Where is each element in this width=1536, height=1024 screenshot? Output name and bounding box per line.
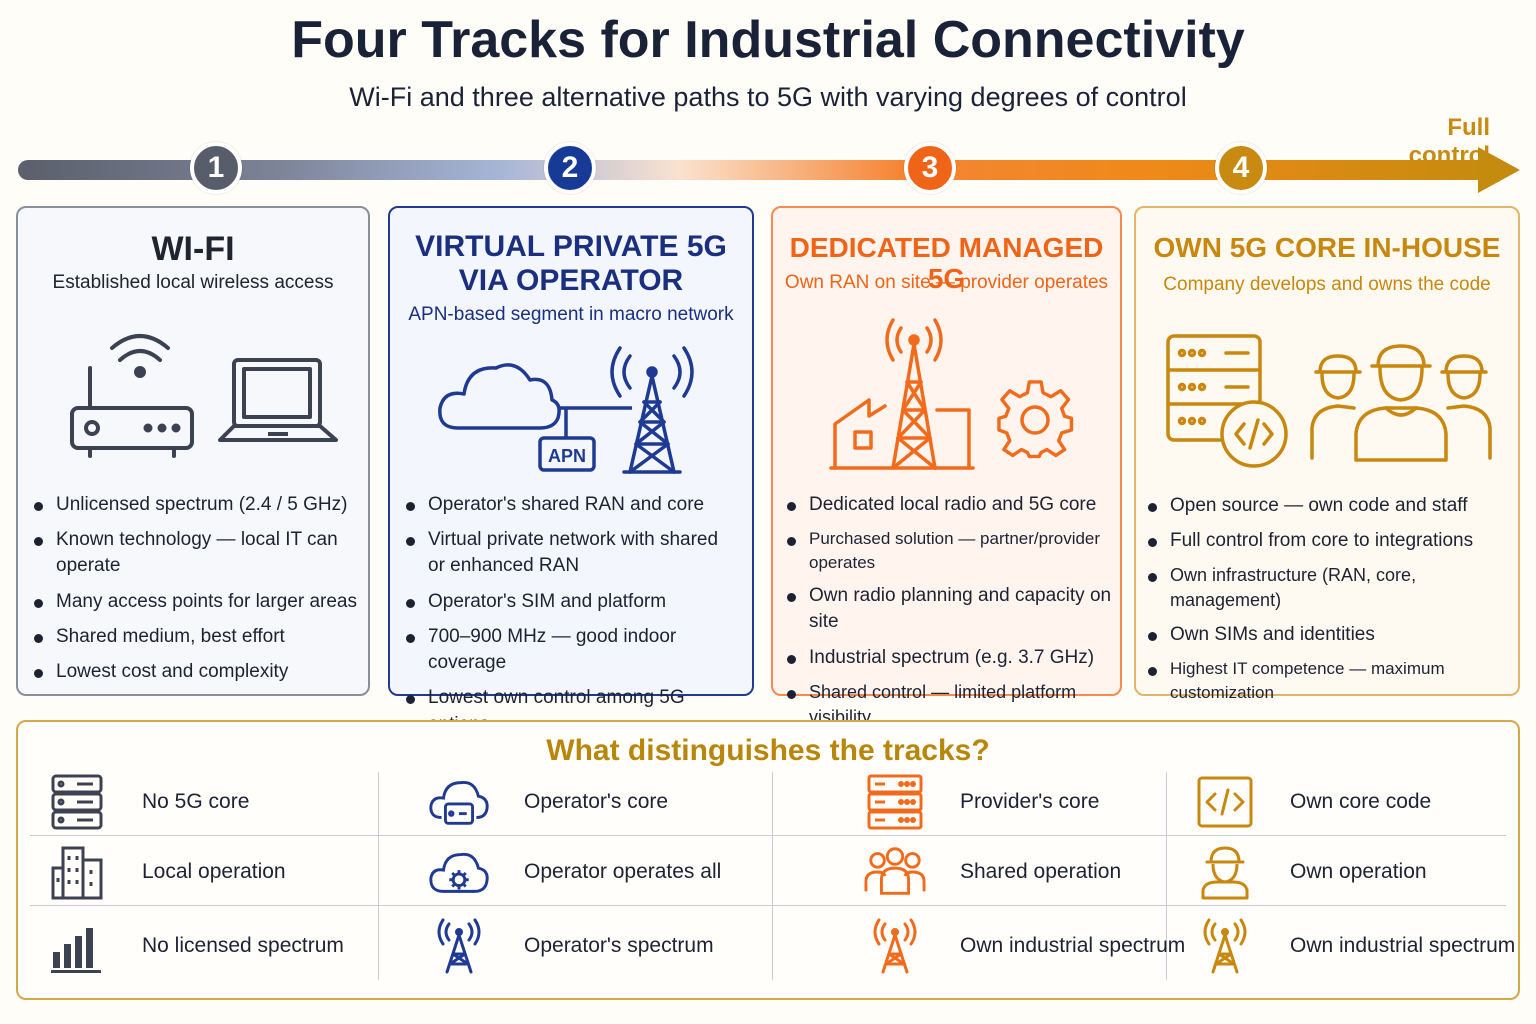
step-4-badge: 4 [1215, 142, 1267, 194]
server-icon [864, 774, 926, 830]
list-item: Operator's shared RAN and core [406, 492, 726, 518]
cell-tower-icon [1194, 918, 1256, 974]
track-card-wifi: WI-FI Established local wireless access … [16, 206, 370, 696]
cloud-apn-icon: APN [438, 363, 632, 472]
list-item: Operator's SIM and platform [406, 589, 726, 615]
cell-label: Own core code [1290, 790, 1432, 813]
control-progress-arrow [18, 147, 1520, 193]
dedicated-5g-bullet-list: Dedicated local radio and 5G core Purcha… [787, 492, 1121, 729]
list-item: Shared medium, best effort [34, 624, 368, 650]
factory-tower-icon [829, 318, 975, 470]
list-item: Known technology — local IT can operate [34, 527, 368, 579]
team-icon [1310, 344, 1492, 462]
card-title: OWN 5G CORE IN-HOUSE [1153, 232, 1501, 263]
cell-label: Own operation [1290, 860, 1427, 883]
step-2-badge: 2 [544, 142, 596, 194]
cloud-server-icon [428, 774, 490, 830]
comparison-cell: Own industrial spectrum [1194, 918, 1515, 974]
card-subtitle: Established local wireless access [52, 272, 334, 293]
page-subtitle: Wi-Fi and three alternative paths to 5G … [349, 82, 1187, 112]
list-item: Own SIMs and identities [1148, 622, 1520, 648]
cell-label: Operator's core [524, 790, 669, 813]
laptop-icon [218, 358, 338, 442]
comparison-panel: What distinguishes the tracks? No 5G cor… [16, 720, 1520, 1000]
comparison-cell: Operator's spectrum [428, 918, 714, 974]
track-card-dedicated-managed-5g: DEDICATED MANAGED 5G Own RAN on site — p… [771, 206, 1122, 727]
cell-tower-icon [864, 918, 926, 974]
comparison-cell: Provider's core [864, 774, 1099, 830]
comparison-cell: Operator operates all [428, 844, 721, 900]
cell-label: No 5G core [142, 790, 250, 813]
comparison-title: What distinguishes the tracks? [546, 734, 990, 767]
list-item: Unlicensed spectrum (2.4 / 5 GHz) [34, 492, 368, 518]
cell-label: Shared operation [960, 860, 1122, 883]
card-title: VIRTUAL PRIVATE 5G VIA OPERATOR [415, 230, 727, 297]
card-title: DEDICATED MANAGED 5G [789, 232, 1104, 295]
list-item: Lowest cost and complexity [34, 659, 368, 685]
list-item: 700–900 MHz — good indoor coverage [406, 624, 726, 676]
building-icon [46, 844, 108, 900]
cell-label: Provider's core [960, 790, 1100, 813]
comparison-cell: Own operation [1194, 844, 1427, 900]
list-item: Highest IT competence — maximum customiz… [1148, 657, 1520, 704]
comparison-cell: Operator's core [428, 774, 668, 830]
cell-tower-icon [610, 346, 694, 474]
comparison-cell: No 5G core [46, 774, 249, 830]
list-item: Own radio planning and capacity on site [787, 583, 1121, 635]
cell-label: No licensed spectrum [142, 934, 344, 957]
divider [378, 772, 379, 980]
cell-label: Operator operates all [524, 860, 722, 883]
divider [772, 772, 773, 980]
cloud-gear-icon [428, 844, 490, 900]
own-5g-bullet-list: Open source — own code and staff Full co… [1148, 493, 1520, 704]
comparison-cell: Local operation [46, 844, 286, 900]
signal-bars-icon [46, 918, 108, 974]
list-item: Virtual private network with shared or e… [406, 527, 726, 579]
track-card-own-5g-core: OWN 5G CORE IN-HOUSE Company develops an… [1134, 206, 1520, 702]
people-icon [864, 844, 926, 900]
divider [1166, 772, 1167, 980]
list-item: Industrial spectrum (e.g. 3.7 GHz) [787, 645, 1121, 671]
wifi-bullet-list: Unlicensed spectrum (2.4 / 5 GHz) Known … [34, 492, 368, 685]
gear-icon [997, 380, 1074, 459]
comparison-cell: No licensed spectrum [46, 918, 344, 974]
router-icon [70, 334, 194, 458]
divider [30, 905, 1506, 906]
list-item: Purchased solution — partner/provider op… [787, 527, 1121, 574]
divider [30, 835, 1506, 836]
card-subtitle: APN-based segment in macro network [408, 304, 734, 325]
track-card-virtual-private-5g: VIRTUAL PRIVATE 5G VIA OPERATOR APN-base… [388, 206, 754, 735]
cell-label: Own industrial spectrum [960, 934, 1186, 957]
worker-icon [1194, 844, 1256, 900]
cell-tower-icon [428, 918, 490, 974]
cell-label: Own industrial spectrum [1290, 934, 1516, 957]
page-title: Four Tracks for Industrial Connectivity [291, 11, 1245, 69]
apn-label: APN [548, 446, 586, 466]
list-item: Many access points for larger areas [34, 589, 368, 615]
cell-label: Local operation [142, 860, 286, 883]
card-subtitle: Own RAN on site — provider operates [784, 272, 1109, 293]
virtual-5g-bullet-list: Operator's shared RAN and core Virtual p… [406, 492, 726, 738]
list-item: Own infrastructure (RAN, core, managemen… [1148, 563, 1520, 613]
cell-label: Operator's spectrum [524, 934, 714, 957]
step-1-badge: 1 [190, 142, 242, 194]
server-icon [46, 774, 108, 830]
server-code-icon [1166, 334, 1288, 468]
comparison-cell: Shared operation [864, 844, 1121, 900]
card-title: WI-FI [151, 230, 235, 268]
code-icon [1194, 774, 1256, 830]
step-3-badge: 3 [904, 142, 956, 194]
card-subtitle: Company develops and owns the code [1163, 274, 1491, 295]
list-item: Full control from core to integrations [1148, 528, 1520, 554]
comparison-cell: Own industrial spectrum [864, 918, 1185, 974]
list-item: Open source — own code and staff [1148, 493, 1520, 519]
comparison-cell: Own core code [1194, 774, 1431, 830]
list-item: Dedicated local radio and 5G core [787, 492, 1121, 518]
